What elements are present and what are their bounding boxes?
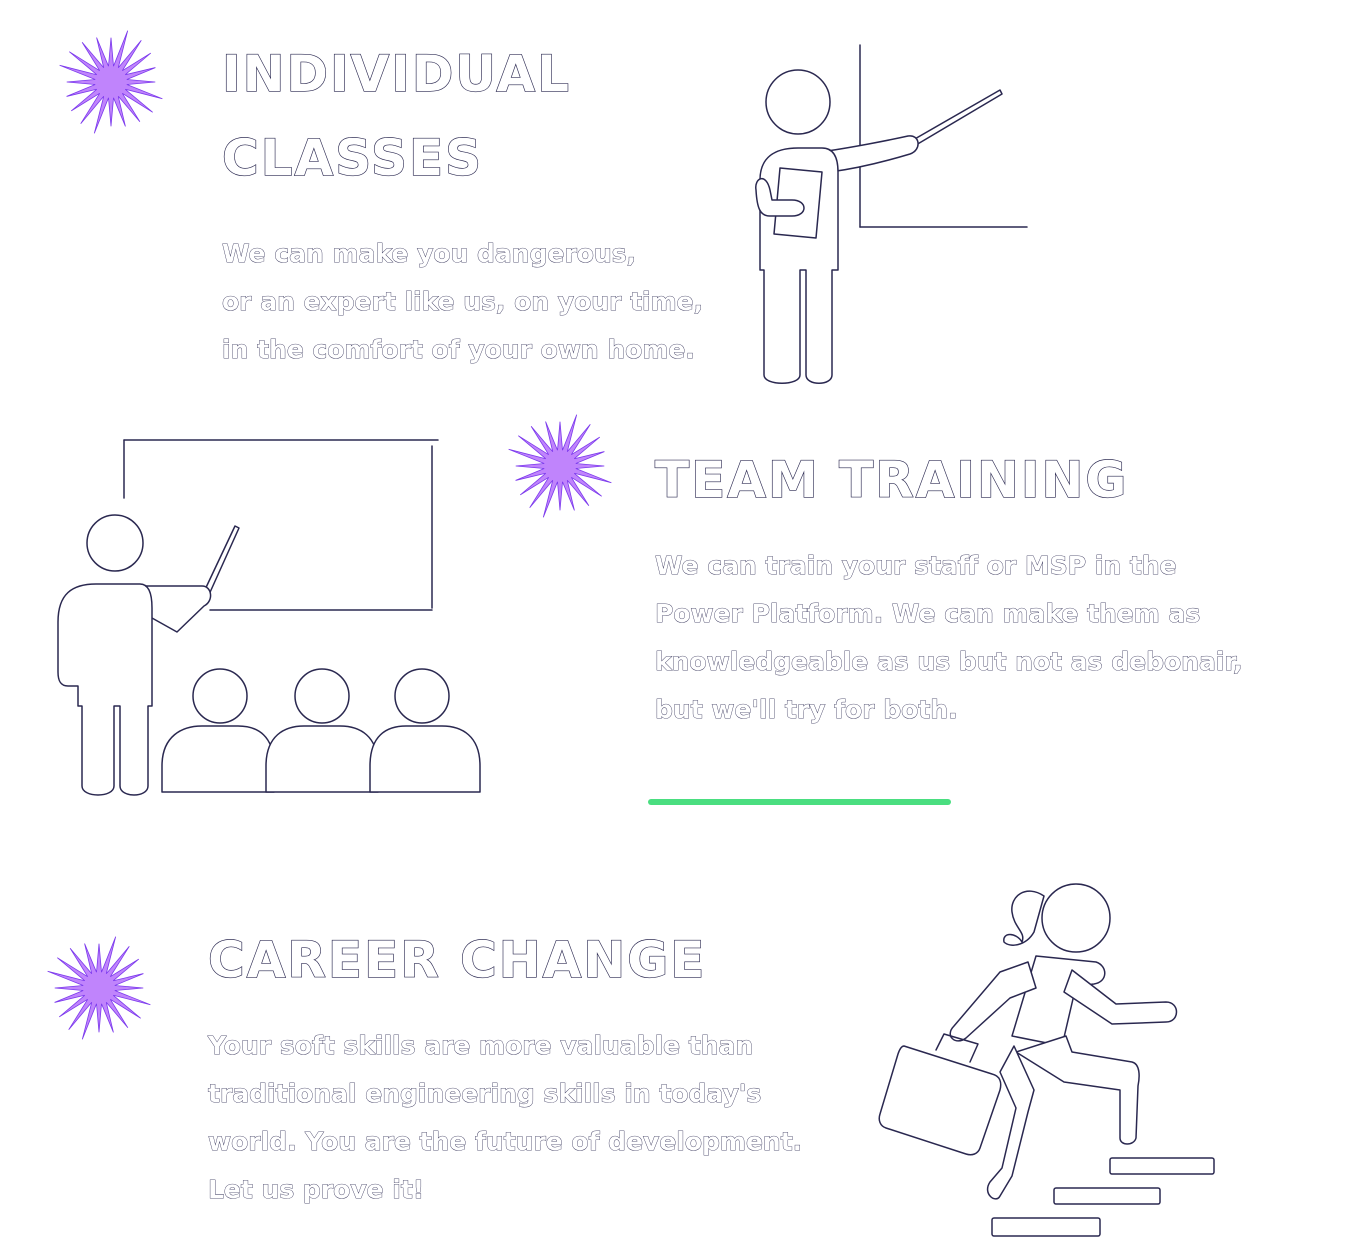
body-line: We can make you dangerous, xyxy=(222,239,637,269)
teacher-pointing-icon xyxy=(730,40,1030,385)
section-body-career-change: Your soft skills are more valuable than … xyxy=(208,1022,803,1214)
title-line: TEAM TRAINING xyxy=(654,450,1129,509)
body-line: or an expert like us, on your time, xyxy=(222,287,704,317)
section-body-team-training: We can train your staff or MSP in the Po… xyxy=(655,542,1243,734)
body-line: world. You are the future of development… xyxy=(208,1127,803,1157)
body-line: knowledgeable as us but not as debonair, xyxy=(655,647,1243,677)
title-line: CAREER CHANGE xyxy=(207,930,707,989)
title-line: CLASSES xyxy=(221,128,484,187)
starburst-icon xyxy=(59,30,163,134)
starburst-shape xyxy=(59,30,163,134)
classroom-icon xyxy=(52,436,484,798)
section-divider xyxy=(648,799,951,805)
section-title-team-training: TEAM TRAINING xyxy=(654,438,1129,522)
body-line: traditional engineering skills in today'… xyxy=(208,1079,762,1109)
title-line: INDIVIDUAL xyxy=(221,44,571,103)
section-title-individual-classes: INDIVIDUAL CLASSES xyxy=(221,32,571,200)
starburst-shape xyxy=(508,414,612,518)
body-line: Your soft skills are more valuable than xyxy=(208,1031,754,1061)
starburst-icon xyxy=(47,936,151,1040)
body-line: but we'll try for both. xyxy=(655,695,958,725)
starburst-shape xyxy=(47,936,151,1040)
starburst-icon xyxy=(508,414,612,518)
body-line: in the comfort of your own home. xyxy=(222,335,696,365)
body-line: Let us prove it! xyxy=(208,1175,425,1205)
section-body-individual-classes: We can make you dangerous, or an expert … xyxy=(222,230,704,374)
body-line: We can train your staff or MSP in the xyxy=(655,551,1177,581)
body-line: Power Platform. We can make them as xyxy=(655,599,1201,629)
section-title-career-change: CAREER CHANGE xyxy=(207,918,707,1002)
climbing-stairs-icon xyxy=(876,876,1220,1246)
